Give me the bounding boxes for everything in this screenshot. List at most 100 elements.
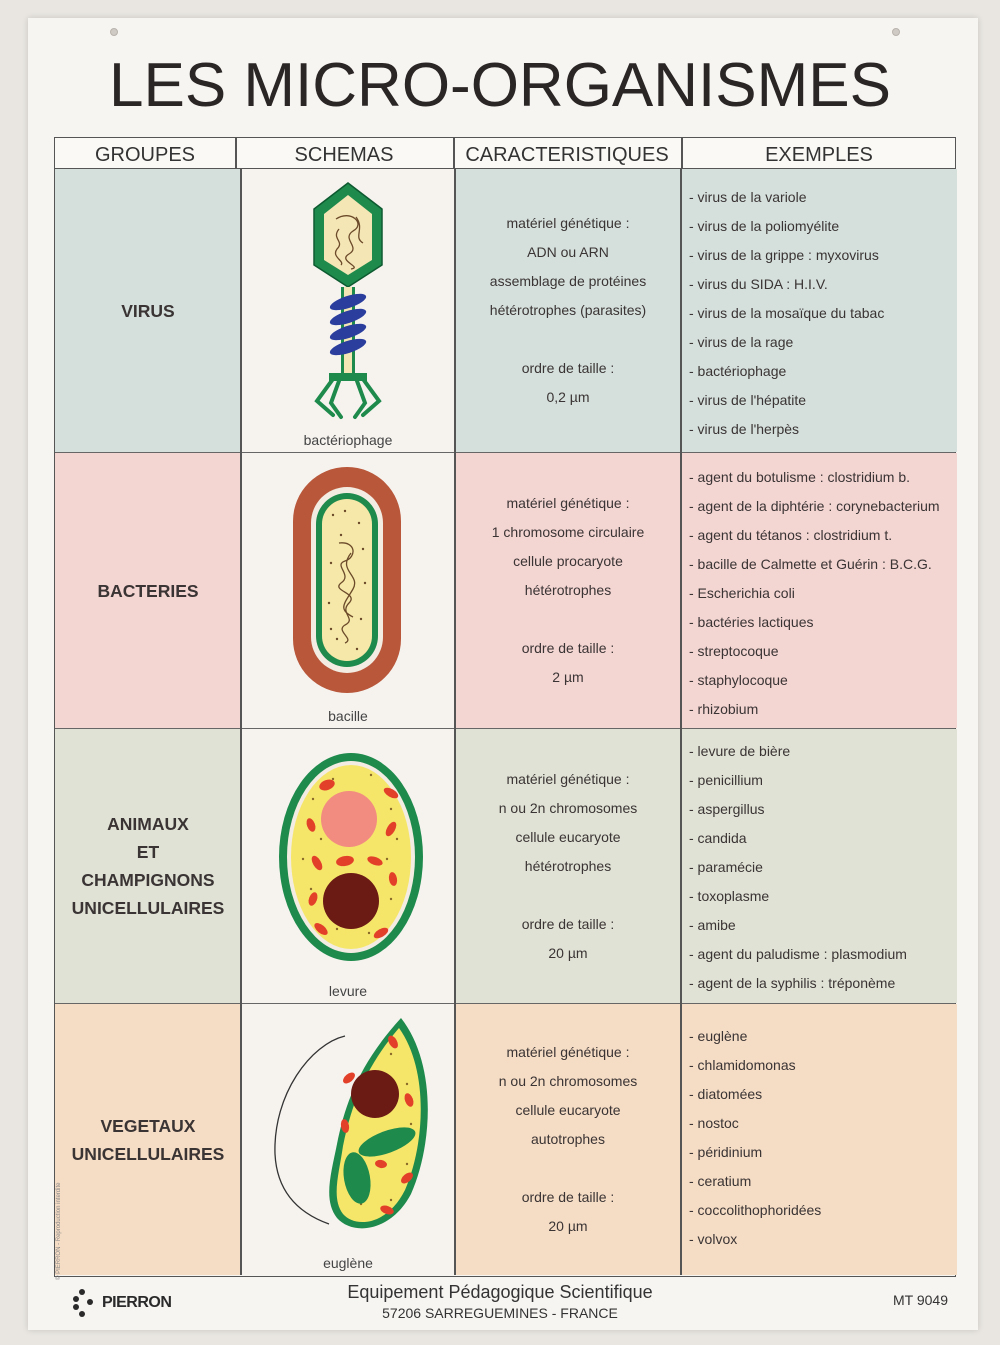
characteristics-cell: matériel génétique : n ou 2n chromosomes…	[455, 729, 681, 1003]
example-item: - agent du botulisme : clostridium b.	[689, 469, 910, 485]
characteristics-cell: matériel génétique : 1 chromosome circul…	[455, 453, 681, 728]
table-row: VEGETAUX UNICELLULAIRES	[55, 1003, 957, 1275]
table-row: ANIMAUX ET CHAMPIGNONS UNICELLULAIRES	[55, 728, 957, 1003]
characteristic-line: matériel génétique :	[506, 770, 630, 787]
example-item: - agent du tétanos : clostridium t.	[689, 527, 893, 543]
example-item: - levure de bière	[689, 743, 791, 759]
example-item: - bactériophage	[689, 363, 787, 379]
schema-caption: bactériophage	[303, 432, 393, 448]
example-item: - virus de l'hépatite	[689, 392, 807, 408]
characteristic-line: n ou 2n chromosomes	[498, 799, 638, 816]
divider	[453, 138, 455, 168]
characteristic-line: hétérotrophes	[524, 582, 612, 598]
header-caracteristiques: CARACTERISTIQUES	[465, 144, 669, 166]
schema-caption: bacille	[328, 708, 368, 724]
page-title: LES MICRO-ORGANISMES	[109, 51, 891, 120]
schema-caption: euglène	[323, 1255, 373, 1271]
divider	[680, 169, 682, 1275]
characteristic-line: matériel génétique :	[506, 495, 630, 511]
characteristic-line: assemblage de protéines	[489, 273, 647, 289]
example-item: - nostoc	[689, 1115, 739, 1131]
organisms-table: GROUPES SCHEMAS CARACTERISTIQUES EXEMPLE…	[54, 137, 957, 1277]
characteristic-line: matériel génétique :	[506, 1044, 630, 1060]
brand-name: PIERRON	[102, 1294, 172, 1311]
example-item: - rhizobium	[689, 701, 759, 717]
pin-hole	[110, 28, 118, 36]
group-name: BACTERIES	[97, 580, 199, 601]
example-item: - diatomées	[689, 1086, 763, 1102]
example-item: - agent de la syphilis : tréponème	[689, 975, 896, 991]
group-name: ANIMAUX	[107, 814, 189, 834]
example-item: - péridinium	[689, 1144, 763, 1160]
characteristic-line: autotrophes	[531, 1131, 605, 1147]
characteristic-line: ADN ou ARN	[527, 244, 609, 260]
example-item: - coccolithophoridées	[689, 1202, 822, 1218]
example-item: - agent de la diphtérie : corynebacteriu…	[689, 498, 940, 514]
group-cell: ANIMAUX ET CHAMPIGNONS UNICELLULAIRES	[55, 729, 241, 1003]
header-schemas: SCHEMAS	[294, 144, 394, 166]
example-item: - amibe	[689, 917, 736, 933]
example-item: - Escherichia coli	[689, 585, 795, 601]
characteristics-cell: matériel génétique : ADN ou ARN assembla…	[455, 169, 681, 452]
group-cell: BACTERIES	[55, 453, 241, 728]
example-item: - streptocoque	[689, 643, 779, 659]
schema-cell: bacille	[241, 453, 455, 728]
characteristic-line: 1 chromosome circulaire	[491, 524, 645, 540]
size-label: ordre de taille :	[521, 1189, 615, 1205]
characteristics-cell: matériel génétique : n ou 2n chromosomes…	[455, 1004, 681, 1275]
example-item: - toxoplasme	[689, 888, 770, 904]
group-name: VIRUS	[121, 300, 175, 321]
group-name: VEGETAUX	[100, 1115, 196, 1136]
size-label: ordre de taille :	[521, 360, 615, 376]
group-name: CHAMPIGNONS	[81, 870, 215, 890]
size-value: 20 µm	[548, 1218, 588, 1234]
example-item: - candida	[689, 830, 747, 846]
bacillus-illustration	[293, 467, 401, 693]
table-row: VIRUS bactériophage matériel génétique :…	[55, 169, 957, 452]
euglena-illustration	[274, 1018, 428, 1229]
example-item: - virus de la variole	[689, 189, 807, 205]
group-name: ET	[136, 842, 160, 862]
characteristic-line: cellule eucaryote	[515, 1102, 621, 1118]
examples-cell: - levure de bière - penicillium - asperg…	[681, 729, 957, 1003]
examples-cell: - virus de la variole - virus de la poli…	[681, 169, 957, 452]
example-item: - virus de la mosaïque du tabac	[689, 305, 885, 321]
schema-cell: levure	[241, 729, 455, 1003]
example-item: - virus de la poliomyélite	[689, 218, 840, 234]
characteristic-line: hétérotrophes (parasites)	[489, 302, 647, 318]
group-cell: VIRUS	[55, 169, 241, 452]
size-value: 20 µm	[548, 944, 588, 961]
schema-caption: levure	[328, 983, 368, 999]
characteristic-line: hétérotrophes	[524, 857, 612, 874]
divider	[454, 169, 456, 1275]
example-item: - staphylocoque	[689, 672, 788, 688]
header-groupes: GROUPES	[94, 144, 196, 166]
example-item: - virus de la rage	[689, 334, 794, 350]
example-item: - volvox	[689, 1231, 738, 1247]
characteristic-line: cellule procaryote	[513, 553, 623, 569]
reference-code: MT 9049	[893, 1292, 948, 1308]
size-label: ordre de taille :	[521, 915, 615, 932]
size-label: ordre de taille :	[521, 640, 615, 656]
examples-cell: - agent du botulisme : clostridium b. - …	[681, 453, 957, 728]
yeast-illustration	[279, 753, 423, 961]
pin-hole	[892, 28, 900, 36]
footer-line1: Equipement Pédagogique Scientifique	[347, 1282, 653, 1302]
pierron-dots-icon	[73, 1289, 93, 1317]
example-item: - virus de l'herpès	[689, 421, 800, 437]
example-item: - bactéries lactiques	[689, 614, 814, 630]
table-row: BACTERIES bacille matériel génétique : 1	[55, 452, 957, 728]
size-value: 2 µm	[552, 669, 584, 685]
group-cell: VEGETAUX UNICELLULAIRES	[55, 1004, 241, 1275]
copyright-notice: © PIERRON - Reproduction interdite	[56, 1182, 62, 1280]
example-item: - bacille de Calmette et Guérin : B.C.G.	[689, 556, 932, 572]
example-item: - aspergillus	[689, 801, 765, 817]
schema-cell: bactériophage	[241, 169, 455, 452]
example-item: - euglène	[689, 1028, 748, 1044]
example-item: - virus de la grippe : myxovirus	[689, 247, 879, 263]
examples-cell: - euglène - chlamidomonas - diatomées - …	[681, 1004, 957, 1275]
group-name: UNICELLULAIRES	[71, 898, 225, 918]
example-item: - agent du paludisme : plasmodium	[689, 946, 907, 962]
characteristic-line: cellule eucaryote	[515, 828, 621, 845]
example-item: - virus du SIDA : H.I.V.	[689, 276, 828, 292]
